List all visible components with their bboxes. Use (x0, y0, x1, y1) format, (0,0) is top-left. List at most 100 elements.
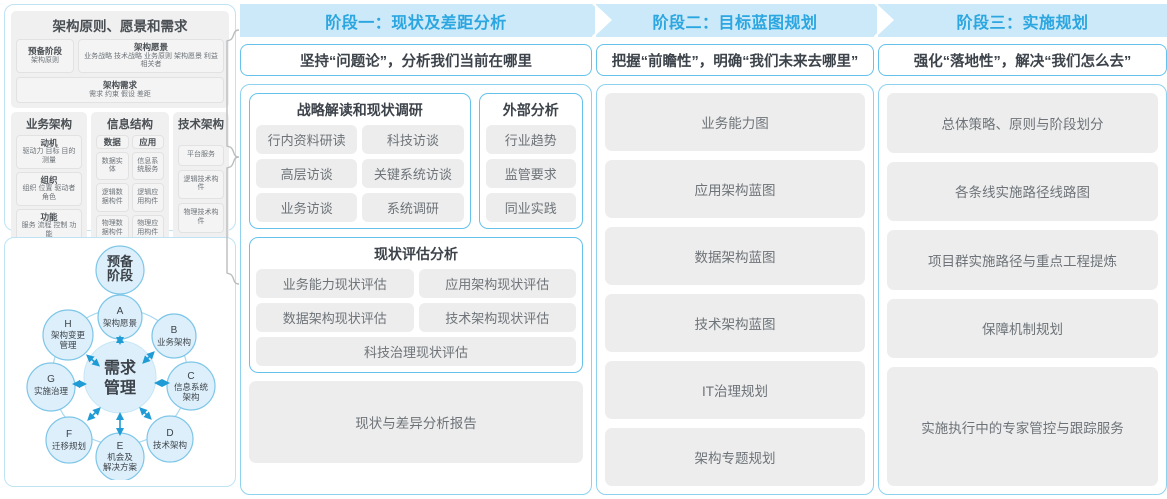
togaf-content-framework: 架构原则、愿景和需求 预备阶段 架构原则 架构愿景 业务战略 技术战略 业务原则… (4, 4, 236, 297)
chip-exec-interview[interactable]: 高层访谈 (256, 159, 358, 188)
chip-line-roadmap[interactable]: 各条线实施路径线路图 (887, 161, 1158, 221)
chip-architecture-topic-plan[interactable]: 架构专题规划 (605, 428, 865, 486)
chip-application-arch-assessment[interactable]: 应用架构现状评估 (418, 269, 576, 298)
node-g-label: 实施治理 (34, 386, 69, 396)
chip-expert-tracking-service[interactable]: 实施执行中的专家管控与跟踪服务 (887, 367, 1158, 486)
node-a (97, 294, 143, 340)
current-state-assessment-card: 现状评估分析 业务能力现状评估 应用架构现状评估 数据架构现状评估 技术架构现状… (249, 237, 583, 373)
application-head-cell: 应用 (131, 134, 164, 150)
logical-technology-component-cell: 逻辑技术构件 (178, 169, 224, 200)
phase-2-subtitle: 把握“前瞻性”，明确“我们未来去哪里” (596, 44, 874, 76)
node-d (146, 415, 194, 463)
chip-technology-arch-assessment[interactable]: 技术架构现状评估 (418, 303, 576, 332)
chip-peer-practice[interactable]: 同业实践 (485, 193, 576, 222)
gap-analysis-report-chip[interactable]: 现状与差异分析报告 (249, 381, 583, 463)
node-g-key: G (47, 374, 55, 385)
chip-technology-arch-blueprint[interactable]: 技术架构蓝图 (605, 294, 865, 352)
node-h-key: H (64, 319, 71, 330)
information-structure-subcolumns: 数据 数据实体 逻辑数据构件 物理数据构件 应用 信息系统服务 逻辑应用构件 (96, 134, 164, 243)
node-f-key: F (66, 429, 72, 440)
node-center (83, 340, 157, 414)
node-c-key: C (187, 371, 194, 382)
chip-tech-interview[interactable]: 科技访谈 (362, 125, 464, 154)
brace-connector (226, 29, 240, 285)
chip-data-arch-blueprint[interactable]: 数据架构蓝图 (605, 227, 865, 285)
node-c-label2: 架构 (182, 392, 199, 402)
chip-key-system-interview[interactable]: 关键系统访谈 (362, 159, 464, 188)
information-structure-column: 信息结构 数据 数据实体 逻辑数据构件 物理数据构件 应用 (91, 111, 169, 247)
node-d-label: 技术架构 (153, 440, 187, 450)
phase-3-band: 阶段三：实施规划 (877, 4, 1167, 37)
logical-application-component-cell: 逻辑应用构件 (131, 183, 164, 212)
phase-1-band: 阶段一：现状及差距分析 (240, 4, 609, 37)
chip-program-roadmap[interactable]: 项目群实施路径与重点工程提炼 (887, 230, 1158, 290)
arrow-h-center (85, 354, 101, 367)
phase-2-band: 阶段二：目标蓝图规划 (595, 4, 891, 37)
chip-assurance-mechanism-plan[interactable]: 保障机制规划 (887, 298, 1158, 358)
data-subcolumn: 数据 数据实体 逻辑数据构件 物理数据构件 (96, 134, 129, 243)
node-h (42, 309, 94, 361)
arrow-d-center (139, 407, 152, 420)
node-b-key: B (171, 325, 178, 336)
phase-2: 阶段二：目标蓝图规划 把握“前瞻性”，明确“我们未来去哪里” 业务能力图 应用架… (595, 4, 891, 495)
chip-business-capability-assessment[interactable]: 业务能力现状评估 (256, 269, 414, 298)
technology-architecture-column: 技术架构 平台服务 逻辑技术构件 物理技术构件 (173, 111, 229, 247)
chip-business-capability-map[interactable]: 业务能力图 (605, 93, 865, 151)
togaf-domain-columns: 业务架构 动机 驱动力 目标 目的 测量 组织 组织 位置 驱动者 角色 功能 (11, 111, 229, 247)
node-a-key: A (117, 306, 124, 317)
platform-service-cell: 平台服务 (178, 144, 224, 166)
phase-3-body: 总体策略、原则与阶段划分 各条线实施路径线路图 项目群实施路径与重点工程提炼 保… (878, 84, 1167, 495)
node-c-label1: 信息系统 (174, 382, 209, 392)
prelim-phase-cell: 预备阶段 架构原则 (16, 39, 74, 74)
phase-1-body: 战略解读和现状调研 行内资料研读 科技访谈 高层访谈 关键系统访谈 业务访谈 系… (240, 84, 592, 495)
node-a-label: 架构愿景 (103, 318, 137, 328)
arrow-f-center (87, 407, 101, 421)
node-h-label1: 架构变更 (51, 330, 86, 340)
node-e-label2: 解决方案 (103, 462, 138, 472)
business-architecture-groups: 动机 驱动力 目标 目的 测量 组织 组织 位置 驱动者 角色 功能 服务 流程… (16, 134, 82, 243)
adm-cycle-diagram: 预备 阶段 需求 管理 A 架构愿景 B 业务架构 C (4, 237, 236, 487)
chip-internal-docs[interactable]: 行内资料研读 (256, 125, 358, 154)
node-prelim (95, 245, 145, 295)
chip-system-survey[interactable]: 系统调研 (362, 193, 464, 222)
chip-industry-trend[interactable]: 行业趋势 (485, 125, 576, 154)
chip-business-interview[interactable]: 业务访谈 (256, 193, 358, 222)
chip-it-governance-assessment[interactable]: 科技治理现状评估 (256, 337, 576, 366)
organization-cell: 组织 组织 位置 驱动者 角色 (16, 171, 82, 206)
togaf-title: 架构原则、愿景和需求 (52, 19, 188, 34)
node-d-key: D (166, 428, 173, 439)
phase-1-subtitle: 坚持“问题论”，分析我们当前在哪里 (240, 44, 592, 76)
architecture-vision-cell: 架构愿景 业务战略 技术战略 业务原则 架构愿景 利益相关者 (78, 39, 224, 74)
strategy-research-card: 战略解读和现状调研 行内资料研读 科技访谈 高层访谈 关键系统访谈 业务访谈 系… (249, 93, 471, 229)
motivation-cell: 动机 驱动力 目标 目的 测量 (16, 134, 82, 169)
node-e-label1: 机会及 (107, 452, 133, 462)
application-subcolumn: 应用 信息系统服务 逻辑应用构件 物理应用构件 (131, 134, 164, 243)
togaf-principles-group: 架构原则、愿景和需求 预备阶段 架构原则 架构愿景 业务战略 技术战略 业务原则… (11, 11, 229, 108)
data-head-cell: 数据 (96, 134, 129, 150)
chip-data-arch-assessment[interactable]: 数据架构现状评估 (256, 303, 414, 332)
phase-3-items: 总体策略、原则与阶段划分 各条线实施路径线路图 项目群实施路径与重点工程提炼 保… (887, 93, 1158, 486)
chip-regulatory-requirement[interactable]: 监管要求 (485, 159, 576, 188)
node-f (45, 416, 93, 464)
node-h-label2: 管理 (59, 340, 77, 350)
node-prelim-line2: 阶段 (107, 268, 133, 283)
phase-3: 阶段三：实施规划 强化“落地性”，解决“我们怎么去” 总体策略、原则与阶段划分 … (877, 4, 1167, 495)
strategy-research-chips: 行内资料研读 科技访谈 高层访谈 关键系统访谈 业务访谈 系统调研 (256, 125, 464, 222)
current-state-chips: 业务能力现状评估 应用架构现状评估 数据架构现状评估 技术架构现状评估 (256, 269, 576, 332)
chip-application-arch-blueprint[interactable]: 应用架构蓝图 (605, 160, 865, 218)
node-center-line2: 管理 (104, 378, 136, 397)
node-center-line1: 需求 (104, 358, 137, 377)
phase-1-top-row: 战略解读和现状调研 行内资料研读 科技访谈 高层访谈 关键系统访谈 业务访谈 系… (249, 93, 583, 229)
adm-cycle-svg: 预备 阶段 需求 管理 A 架构愿景 B 业务架构 C (26, 245, 216, 480)
left-panel: 架构原则、愿景和需求 预备阶段 架构原则 架构愿景 业务战略 技术战略 业务原则… (4, 4, 236, 495)
phase-2-items: 业务能力图 应用架构蓝图 数据架构蓝图 技术架构蓝图 IT治理规划 架构专题规划 (605, 93, 865, 486)
chip-overall-strategy[interactable]: 总体策略、原则与阶段划分 (887, 93, 1158, 153)
phase-columns: 阶段一：现状及差距分析 坚持“问题论”，分析我们当前在哪里 战略解读和现状调研 … (240, 0, 1167, 499)
node-f-label: 迁移规划 (52, 441, 86, 451)
external-analysis-chips: 行业趋势 监管要求 同业实践 (485, 125, 576, 222)
node-prelim-line1: 预备 (107, 254, 134, 269)
chip-it-governance-plan[interactable]: IT治理规划 (605, 361, 865, 419)
technology-architecture-items: 平台服务 逻辑技术构件 物理技术构件 (178, 135, 224, 243)
node-b (151, 313, 197, 359)
